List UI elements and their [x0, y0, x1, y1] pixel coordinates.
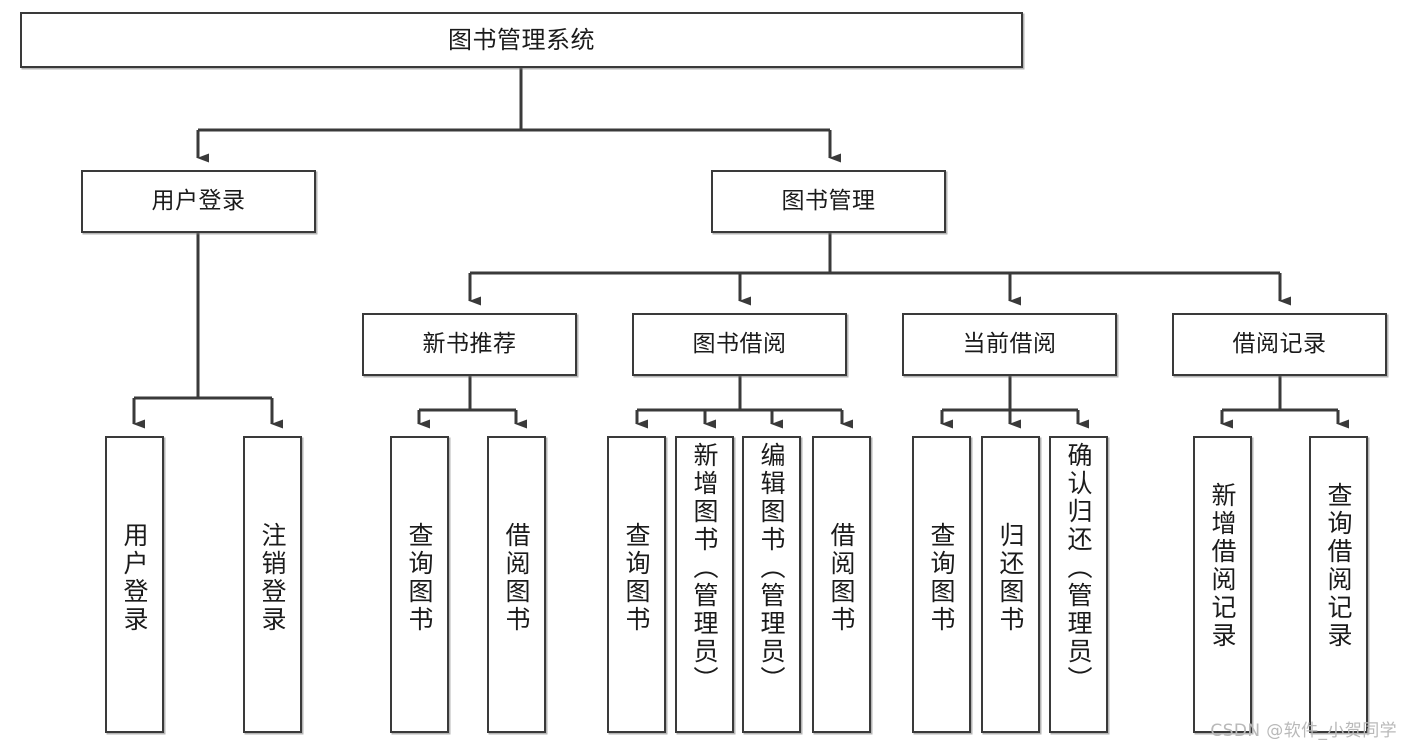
leaf-query-book-new[interactable]: 查询图书 — [390, 436, 449, 733]
node-current-borrow[interactable]: 当前借阅 — [902, 313, 1117, 376]
node-label: 新增图书（管理员） — [690, 442, 719, 694]
leaf-edit-book-admin[interactable]: 编辑图书（管理员） — [742, 436, 801, 733]
leaf-confirm-return-admin[interactable]: 确认归还（管理员） — [1049, 436, 1108, 733]
leaf-return-book[interactable]: 归还图书 — [981, 436, 1040, 733]
node-book-management[interactable]: 图书管理 — [711, 170, 946, 233]
node-book-borrow[interactable]: 图书借阅 — [632, 313, 847, 376]
node-label: 新增借阅记录 — [1208, 482, 1237, 650]
node-label: 借阅图书 — [502, 522, 531, 634]
node-new-book-recommend[interactable]: 新书推荐 — [362, 313, 577, 376]
leaf-query-borrow-record[interactable]: 查询借阅记录 — [1309, 436, 1368, 733]
node-label: 归还图书 — [996, 522, 1025, 634]
leaf-borrow-book[interactable]: 借阅图书 — [812, 436, 871, 733]
node-label: 编辑图书（管理员） — [757, 442, 786, 694]
leaf-add-borrow-record[interactable]: 新增借阅记录 — [1193, 436, 1252, 733]
watermark-text: CSDN @软件_小贺同学 — [1210, 721, 1397, 741]
node-label: 当前借阅 — [962, 331, 1057, 358]
node-label: 借阅图书 — [827, 522, 856, 634]
leaf-query-book-current[interactable]: 查询图书 — [912, 436, 971, 733]
leaf-query-book-borrow[interactable]: 查询图书 — [607, 436, 666, 733]
leaf-add-book-admin[interactable]: 新增图书（管理员） — [675, 436, 734, 733]
node-label: 用户登录 — [120, 522, 149, 634]
node-root-system[interactable]: 图书管理系统 — [20, 12, 1023, 68]
node-label: 查询图书 — [927, 522, 956, 634]
node-label: 借阅记录 — [1232, 331, 1327, 358]
node-label: 用户登录 — [151, 188, 246, 215]
node-label: 新书推荐 — [422, 331, 517, 358]
node-label: 图书管理 — [781, 188, 876, 215]
node-label: 查询借阅记录 — [1324, 482, 1353, 650]
node-borrow-record[interactable]: 借阅记录 — [1172, 313, 1387, 376]
node-label: 注销登录 — [258, 522, 287, 634]
node-label: 图书管理系统 — [448, 26, 595, 54]
leaf-borrow-book-new[interactable]: 借阅图书 — [487, 436, 546, 733]
node-label: 图书借阅 — [692, 331, 787, 358]
leaf-user-login[interactable]: 用户登录 — [105, 436, 164, 733]
node-label: 查询图书 — [622, 522, 651, 634]
node-label: 查询图书 — [405, 522, 434, 634]
node-user-login[interactable]: 用户登录 — [81, 170, 316, 233]
node-label: 确认归还（管理员） — [1064, 442, 1093, 694]
leaf-logout[interactable]: 注销登录 — [243, 436, 302, 733]
